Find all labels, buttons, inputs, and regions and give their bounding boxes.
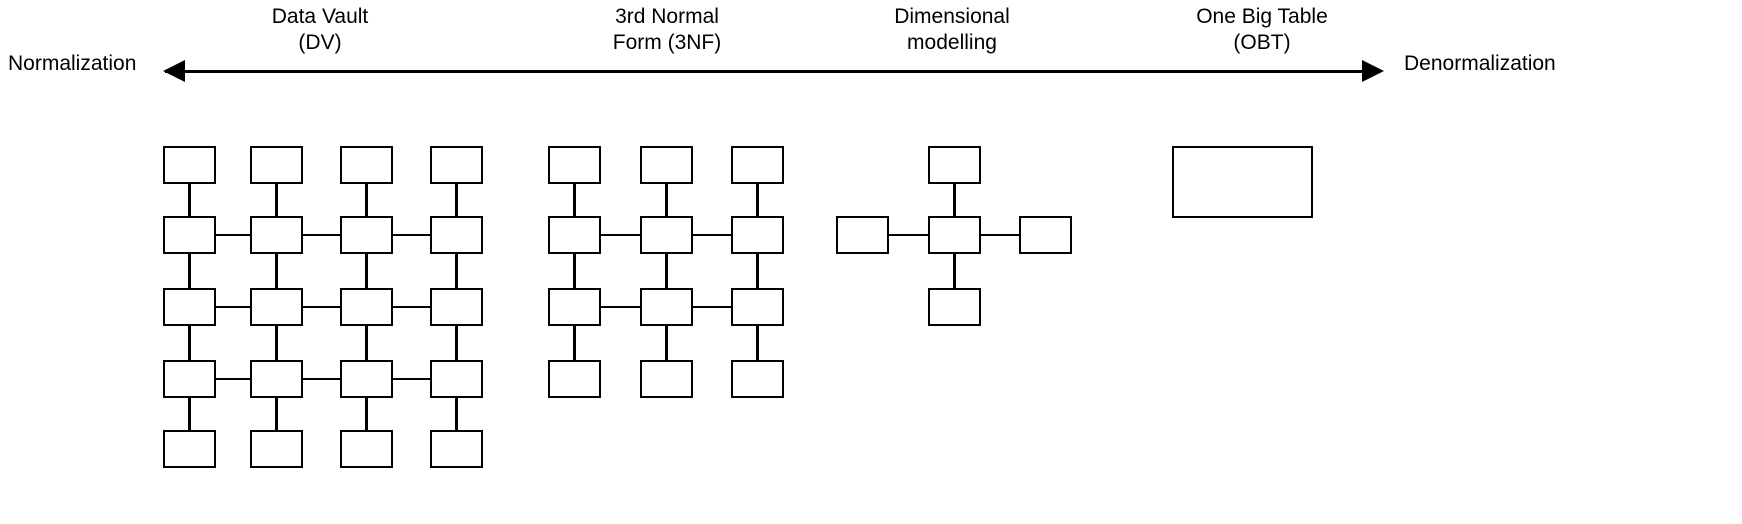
third-normal-form-connector-vertical — [665, 326, 668, 360]
dimensional-connector-vertical — [953, 184, 956, 216]
data-vault-connector-vertical — [188, 398, 191, 430]
third-normal-form-connector-horizontal — [693, 233, 731, 237]
dimensional-dimension-table-box — [928, 288, 981, 326]
data-vault-connector-vertical — [188, 254, 191, 288]
data-vault-connector-horizontal — [393, 233, 430, 237]
third-normal-form-connector-vertical — [573, 326, 576, 360]
third-normal-form-table-box — [548, 216, 601, 254]
dimensional-connector-horizontal — [889, 233, 928, 237]
third-normal-form-table-box — [548, 146, 601, 184]
data-vault-table-box — [340, 216, 393, 254]
third-normal-form-connector-horizontal — [601, 305, 640, 309]
data-vault-table-box — [250, 216, 303, 254]
third-normal-form-connector-vertical — [756, 326, 759, 360]
third-normal-form-connector-vertical — [573, 184, 576, 216]
data-vault-table-box — [163, 216, 216, 254]
dimensional-dimension-table-box — [928, 146, 981, 184]
data-vault-connector-vertical — [455, 254, 458, 288]
stage-label-third-normal-form: 3rd Normal Form (3NF) — [612, 5, 722, 54]
stage-label-one-big-table: One Big Table (OBT) — [1196, 5, 1328, 54]
data-vault-table-box — [430, 430, 483, 468]
data-vault-connector-horizontal — [303, 377, 340, 381]
third-normal-form-table-box — [640, 360, 693, 398]
data-vault-table-box — [250, 360, 303, 398]
third-normal-form-table-box — [731, 216, 784, 254]
data-vault-table-box — [340, 430, 393, 468]
data-vault-connector-horizontal — [393, 305, 430, 309]
data-vault-connector-vertical — [275, 326, 278, 360]
dimensional-dimension-table-box — [1019, 216, 1072, 254]
third-normal-form-table-box — [731, 288, 784, 326]
third-normal-form-table-box — [548, 288, 601, 326]
data-vault-table-box — [250, 430, 303, 468]
data-vault-table-box — [340, 146, 393, 184]
third-normal-form-table-box — [548, 360, 601, 398]
data-vault-connector-horizontal — [216, 305, 250, 309]
third-normal-form-connector-vertical — [665, 254, 668, 288]
axis-line — [165, 70, 1380, 73]
data-vault-connector-horizontal — [216, 233, 250, 237]
data-vault-connector-vertical — [188, 184, 191, 216]
data-vault-connector-vertical — [365, 398, 368, 430]
data-vault-connector-vertical — [455, 398, 458, 430]
third-normal-form-connector-vertical — [573, 254, 576, 288]
data-vault-connector-vertical — [275, 398, 278, 430]
axis-label-denormalization: Denormalization — [1404, 52, 1556, 75]
data-vault-table-box — [430, 216, 483, 254]
spectrum-header: Normalization Denormalization Data Vault… — [0, 0, 1742, 100]
data-vault-table-box — [340, 360, 393, 398]
data-vault-table-box — [340, 288, 393, 326]
data-vault-connector-horizontal — [393, 377, 430, 381]
data-vault-connector-horizontal — [303, 305, 340, 309]
data-vault-table-box — [163, 430, 216, 468]
data-vault-table-box — [250, 288, 303, 326]
third-normal-form-connector-horizontal — [693, 305, 731, 309]
third-normal-form-table-box — [731, 146, 784, 184]
arrow-left-icon — [163, 60, 185, 82]
data-vault-connector-vertical — [275, 254, 278, 288]
dimensional-dimension-table-box — [836, 216, 889, 254]
dimensional-connector-vertical — [953, 254, 956, 288]
data-vault-connector-vertical — [188, 326, 191, 360]
stage-label-data-vault: Data Vault (DV) — [271, 5, 369, 54]
dimensional-fact-table-box — [928, 216, 981, 254]
data-vault-connector-horizontal — [303, 233, 340, 237]
data-vault-connector-vertical — [455, 184, 458, 216]
data-vault-table-box — [430, 146, 483, 184]
third-normal-form-connector-horizontal — [601, 233, 640, 237]
third-normal-form-connector-vertical — [756, 184, 759, 216]
third-normal-form-table-box — [731, 360, 784, 398]
arrow-right-icon — [1362, 60, 1384, 82]
third-normal-form-table-box — [640, 146, 693, 184]
third-normal-form-connector-vertical — [665, 184, 668, 216]
one-big-table-box — [1172, 146, 1313, 218]
data-vault-table-box — [163, 360, 216, 398]
data-vault-table-box — [163, 288, 216, 326]
data-vault-table-box — [163, 146, 216, 184]
data-vault-connector-vertical — [275, 184, 278, 216]
data-vault-table-box — [250, 146, 303, 184]
data-vault-table-box — [430, 288, 483, 326]
axis-label-normalization: Normalization — [8, 52, 137, 75]
third-normal-form-connector-vertical — [756, 254, 759, 288]
third-normal-form-table-box — [640, 288, 693, 326]
data-vault-connector-horizontal — [216, 377, 250, 381]
dimensional-connector-horizontal — [981, 233, 1019, 237]
data-vault-table-box — [430, 360, 483, 398]
data-vault-connector-vertical — [365, 254, 368, 288]
data-vault-connector-vertical — [455, 326, 458, 360]
data-vault-connector-vertical — [365, 326, 368, 360]
data-vault-connector-vertical — [365, 184, 368, 216]
third-normal-form-table-box — [640, 216, 693, 254]
stage-label-dimensional-modelling: Dimensional modelling — [894, 5, 1010, 54]
